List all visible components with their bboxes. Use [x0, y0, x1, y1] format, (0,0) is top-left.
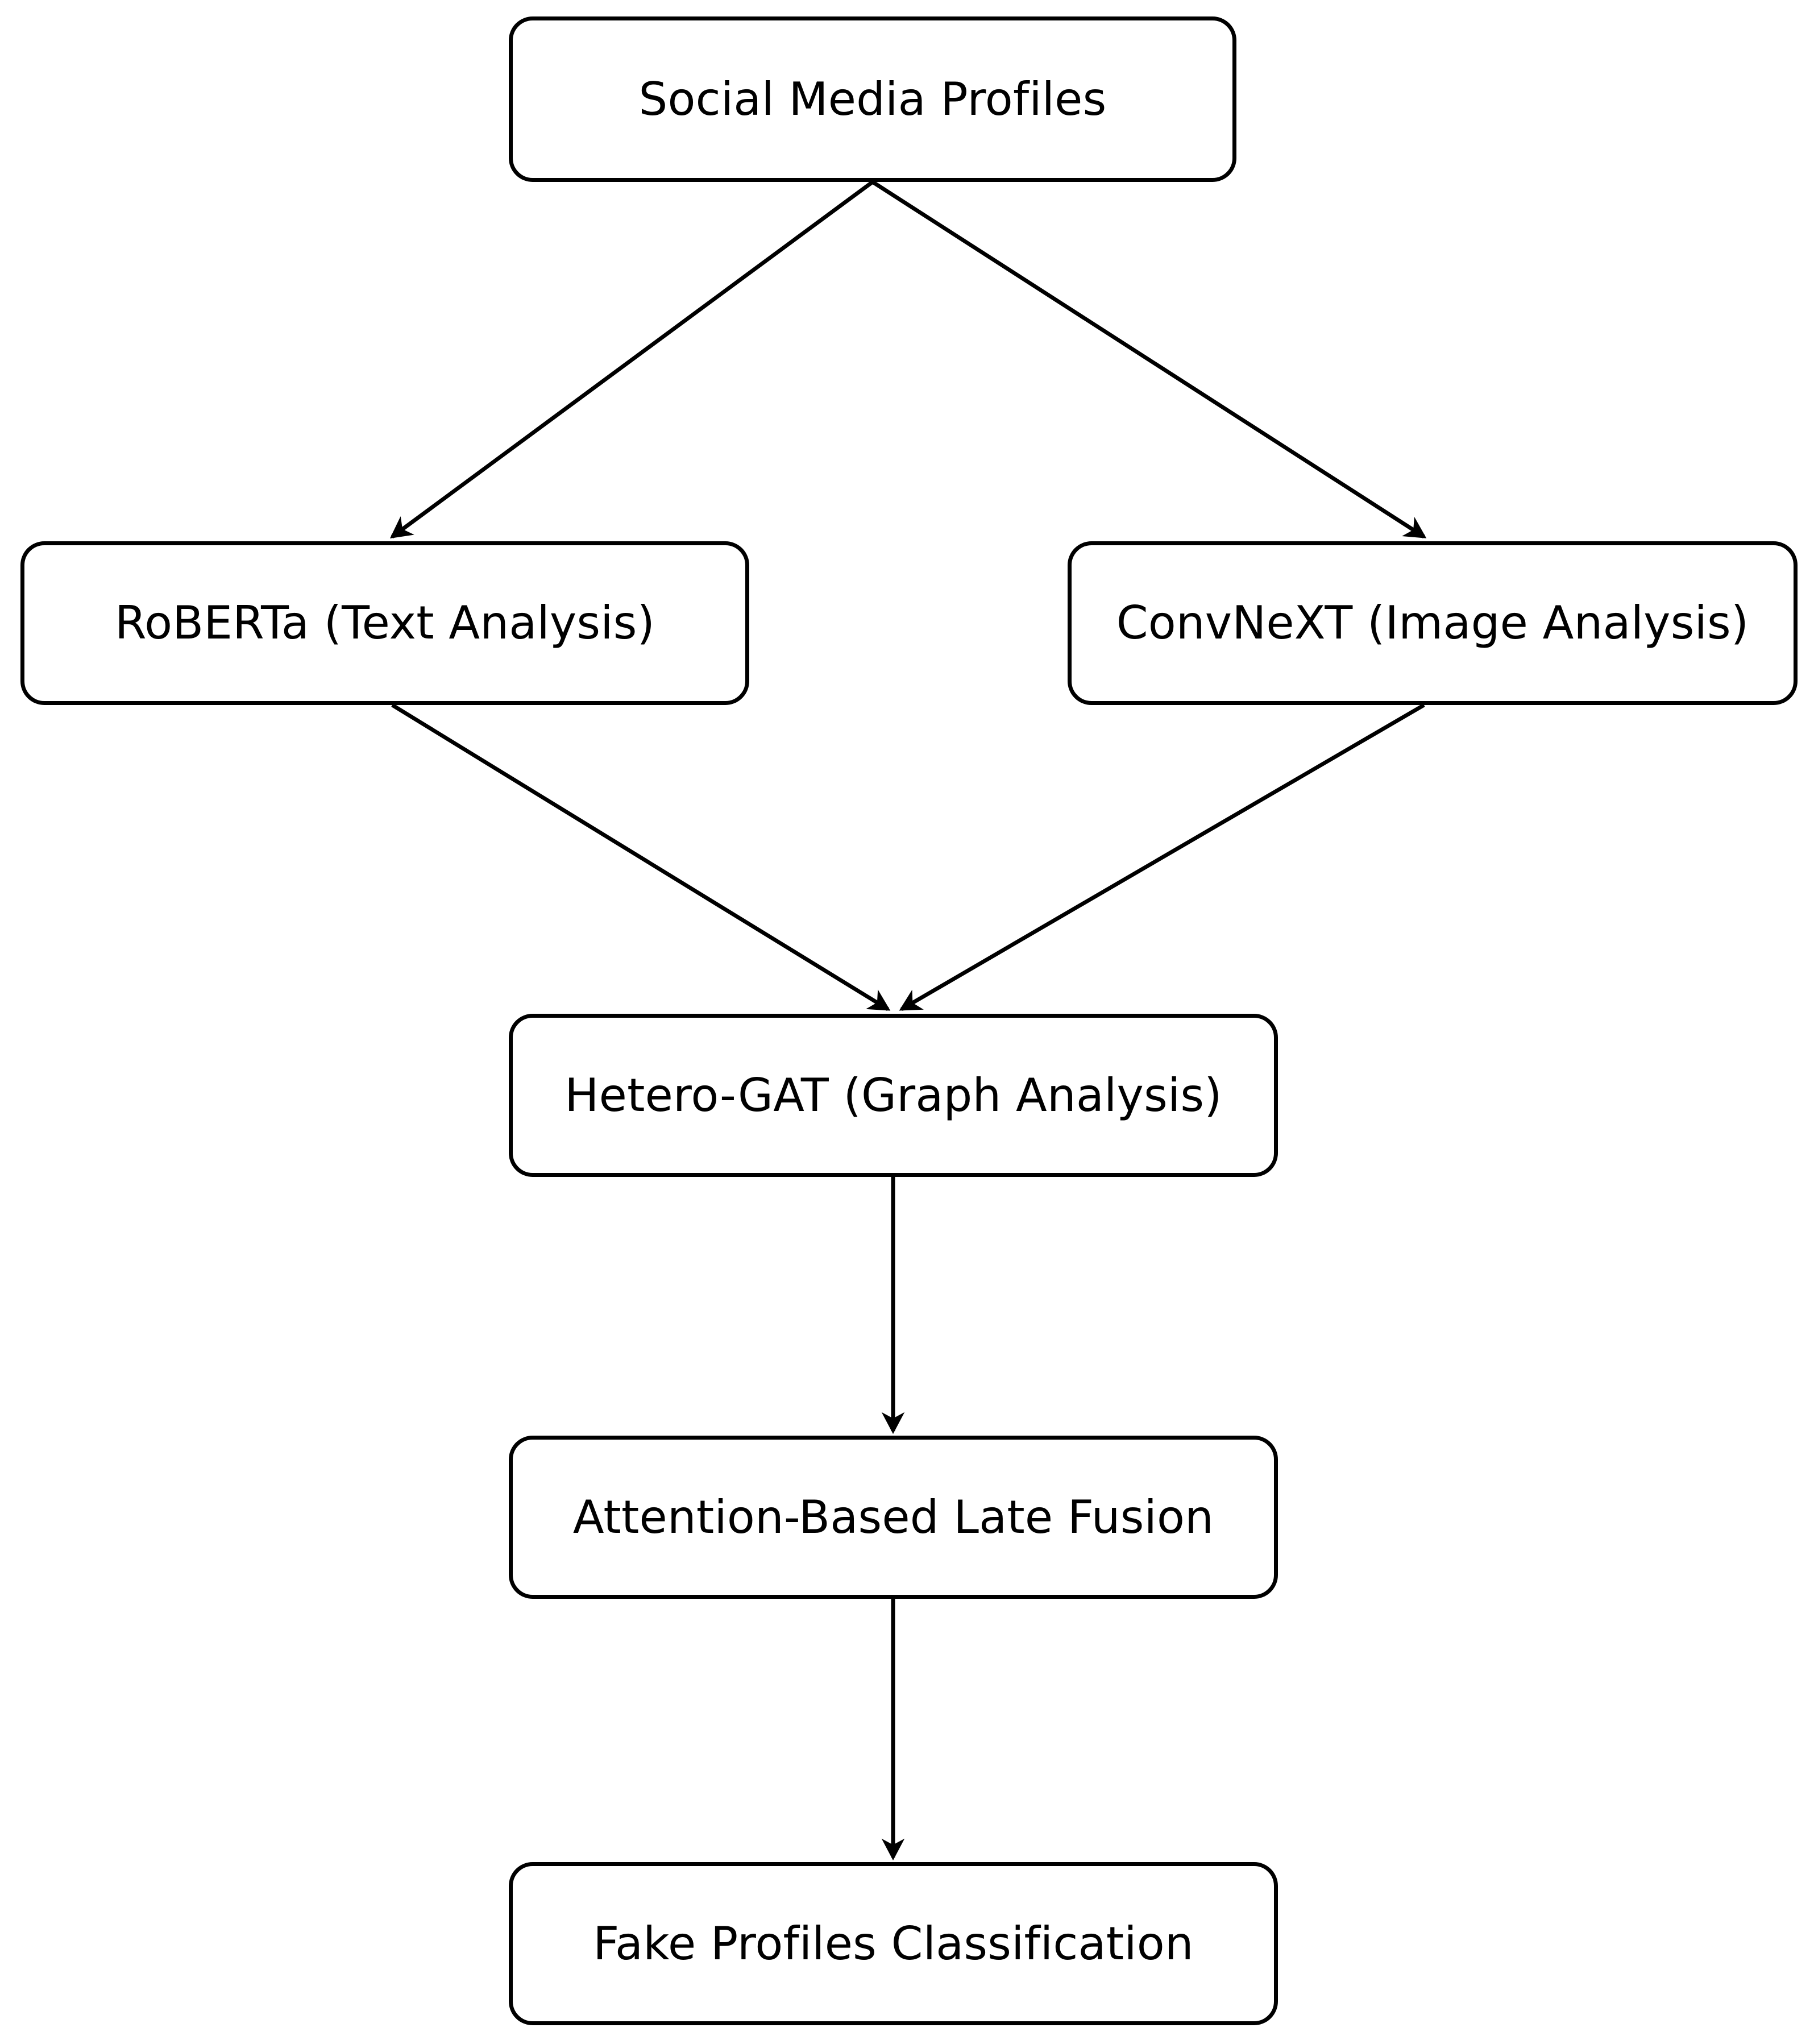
node-label-hetero-gat-graph-analysis: Hetero-GAT (Graph Analysis) — [564, 1068, 1222, 1122]
node-label-attention-based-late-fusion: Attention-Based Late Fusion — [572, 1490, 1214, 1544]
node-roberta-text-analysis[interactable]: RoBERTa (Text Analysis) — [20, 541, 749, 705]
node-hetero-gat-graph-analysis[interactable]: Hetero-GAT (Graph Analysis) — [509, 1014, 1278, 1177]
edge-source-to-text — [389, 180, 874, 539]
edge-text-to-graph — [391, 703, 891, 1011]
node-label-roberta-text-analysis: RoBERTa (Text Analysis) — [114, 596, 655, 649]
node-label-social-media-profiles: Social Media Profiles — [638, 72, 1107, 126]
node-label-convnext-image-analysis: ConvNeXT (Image Analysis) — [1116, 596, 1749, 649]
node-attention-based-late-fusion[interactable]: Attention-Based Late Fusion — [509, 1436, 1278, 1599]
edge-source-to-image — [871, 180, 1427, 538]
node-social-media-profiles[interactable]: Social Media Profiles — [509, 16, 1236, 182]
node-label-fake-profiles-classification: Fake Profiles Classification — [593, 1917, 1194, 1970]
node-convnext-image-analysis[interactable]: ConvNeXT (Image Analysis) — [1068, 541, 1798, 705]
node-fake-profiles-classification[interactable]: Fake Profiles Classification — [509, 1862, 1278, 2025]
edge-image-to-graph — [899, 703, 1425, 1011]
